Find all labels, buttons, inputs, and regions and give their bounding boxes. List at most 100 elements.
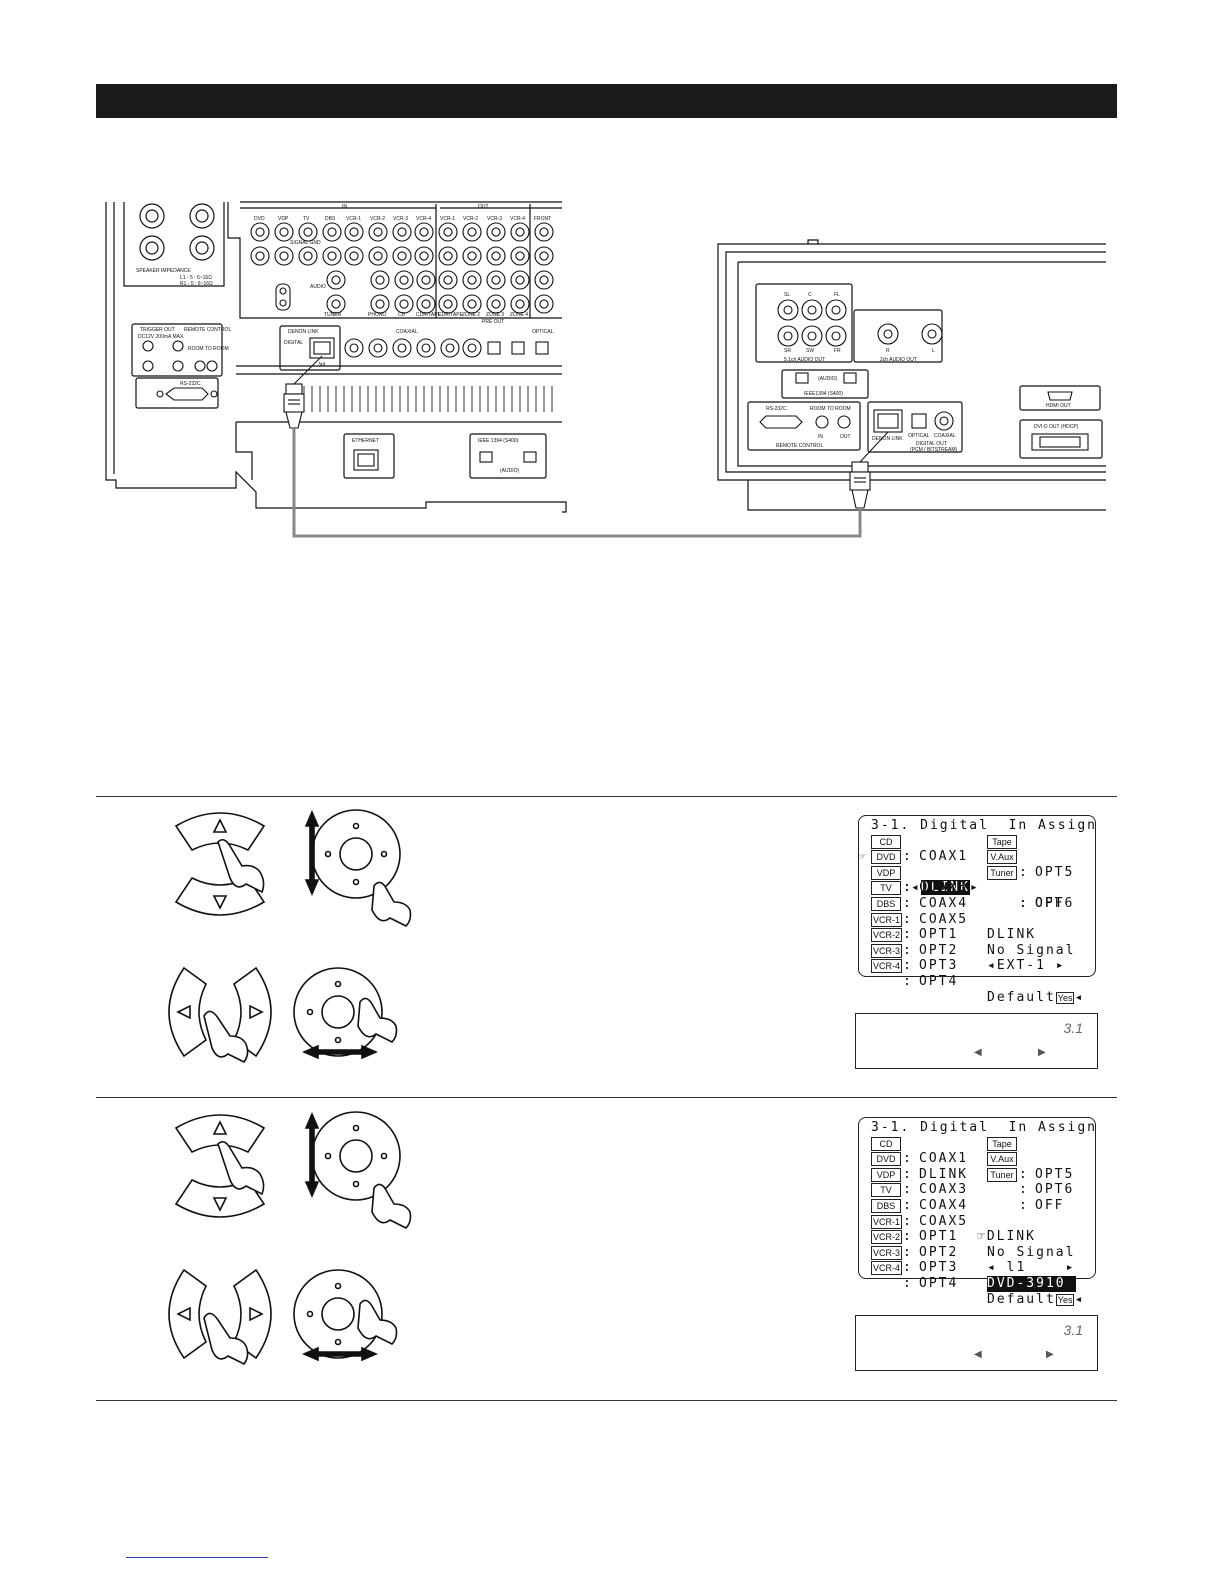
source-tag-tape: Tape	[987, 1136, 1017, 1151]
ethernet-port	[353, 449, 379, 471]
phono-label: PHONO	[368, 312, 386, 318]
rca-jack-center	[349, 251, 359, 261]
osd-row-vcr1: VCR-1:OPT1 No Signal	[871, 1214, 1076, 1260]
cdr-tape-out-label: CDR/TAPE	[438, 312, 464, 318]
rca-jack-center	[421, 299, 431, 309]
link-number-selector[interactable]: ◂ l1 ▸	[987, 1260, 1076, 1276]
player-sw-label: SW	[806, 348, 814, 354]
rca-jack	[394, 294, 414, 314]
vaux-assign-value[interactable]: OPT6	[1035, 1182, 1075, 1198]
vcr4-assign-value[interactable]: OPT4	[919, 1275, 959, 1291]
trigger-jacks	[142, 340, 218, 401]
tv-assign-value[interactable]: COAX4	[919, 895, 969, 911]
player-hdmi-port	[1047, 391, 1073, 401]
rca-jack-center	[515, 251, 525, 261]
rca-jack	[368, 246, 388, 266]
signal-status-label: No Signal	[987, 942, 1076, 958]
jog-dial-center[interactable]	[339, 837, 373, 871]
player-hdmi-out-label: HDMI OUT	[1046, 403, 1071, 409]
player-ieee-audio-label: (AUDIO)	[818, 376, 838, 382]
default-yes-button[interactable]: Yes	[1055, 991, 1075, 1004]
vcr3-assign-value[interactable]: OPT3	[919, 958, 959, 974]
right-arrow-button[interactable]	[232, 966, 272, 1058]
jog-dial-center[interactable]	[339, 1139, 373, 1173]
rca-jack-center	[539, 227, 549, 237]
rca-jack-center	[491, 227, 501, 237]
denon-link-label: DENON LINK	[288, 329, 319, 335]
out-source-vcr1: VCR-1	[440, 216, 455, 222]
hand-pointer-icon	[203, 1010, 249, 1064]
jog-dial-center[interactable]	[321, 1297, 355, 1331]
rca-jack-center	[397, 227, 407, 237]
vertical-arrow-icon	[304, 1111, 320, 1199]
osd-row-vcr2: VCR-2:OPT2 ◂ l1 ▸	[871, 1230, 1076, 1276]
up-triangle-icon	[212, 1120, 228, 1135]
player-in-label: IN	[818, 434, 823, 440]
rca-jack-center	[331, 299, 341, 309]
vcr4-assign-value[interactable]: OPT4	[919, 973, 959, 989]
vdp-assign-value[interactable]: COAX3	[919, 1182, 969, 1198]
vcr2-assign-value[interactable]: OPT2	[919, 942, 959, 958]
in-source-dvd: DVD	[254, 216, 265, 222]
player-digital-out-label: DIGITAL OUT	[916, 441, 947, 447]
tuner-assign-value[interactable]: OFF	[1035, 1197, 1065, 1213]
rca-jack	[510, 222, 530, 242]
tape-assign-value[interactable]: OPT5	[1035, 864, 1075, 880]
left-arrow-button[interactable]	[168, 1268, 208, 1360]
rca-jack-center	[491, 251, 501, 261]
left-arrow-button[interactable]	[168, 966, 208, 1058]
rca-jack	[486, 222, 506, 242]
rca-jack-center	[421, 275, 431, 285]
ieee-audio-label: (AUDIO)	[500, 468, 520, 474]
rca-jack	[298, 246, 318, 266]
display-left-arrow-icon: ◀	[974, 1349, 982, 1360]
vdp-assign-value[interactable]: COAX3	[919, 880, 969, 896]
horizontal-arrow-icon	[301, 1044, 379, 1060]
vcr1-assign-value[interactable]: OPT1	[919, 927, 959, 943]
vcr2-assign-value[interactable]: OPT2	[919, 1244, 959, 1260]
rca-jack	[414, 222, 434, 242]
source-tag-vcr1: VCR-1	[871, 912, 903, 927]
player-sr-label: SR	[784, 348, 791, 354]
rca-jack-center	[331, 275, 341, 285]
signal-gnd-terminal	[275, 283, 291, 311]
display-menu-number: 3.1	[1063, 1322, 1083, 1338]
source-tag-vcr2: VCR-2	[871, 928, 903, 943]
third-label: 3rd	[318, 362, 325, 368]
rca-jack	[486, 246, 506, 266]
vcr1-assign-value[interactable]: OPT1	[919, 1229, 959, 1245]
dbs-assign-value[interactable]: COAX5	[919, 911, 969, 927]
vaux-assign-value[interactable]: OPT6	[1035, 895, 1075, 911]
tape-assign-value[interactable]: OPT5	[1035, 1166, 1075, 1182]
cd-assign-value[interactable]: COAX1	[919, 849, 969, 865]
rca-jack-center	[539, 299, 549, 309]
speaker-impedance-label: SPEAKER IMPEDANCE	[136, 268, 191, 274]
jog-dial-center[interactable]	[321, 995, 355, 1029]
ext-selector[interactable]: ◂EXT-1 ▸	[987, 958, 1066, 974]
source-tag-tv: TV	[871, 881, 901, 896]
player-ieee-ports	[795, 372, 857, 384]
player-room-to-room-label: ROOM TO ROOM	[810, 406, 851, 412]
cd-assign-value[interactable]: COAX1	[919, 1151, 969, 1167]
dvd-assign-value[interactable]: DLINK	[919, 1166, 969, 1182]
tuner-assign-value[interactable]: OFF	[1035, 895, 1065, 911]
right-arrow-button[interactable]	[232, 1268, 272, 1360]
default-yes-button[interactable]: Yes	[1055, 1293, 1075, 1306]
source-tag-cd: CD	[871, 1136, 901, 1151]
vcr3-assign-value[interactable]: OPT3	[919, 1260, 959, 1276]
rca-jack	[462, 294, 482, 314]
impedance-r-label: R1 - 5 : 6~16Ω	[180, 281, 213, 287]
tv-assign-value[interactable]: COAX4	[919, 1197, 969, 1213]
source-tag-vcr4: VCR-4	[871, 1261, 903, 1276]
rca-jack	[462, 222, 482, 242]
in-source-tv: TV	[303, 216, 310, 222]
dbs-assign-value[interactable]: COAX5	[919, 1213, 969, 1229]
zone3-label: ZONE 3	[486, 312, 504, 318]
osd-screen-2: 3-1. Digital In Assign CD:COAX1 Tape:OPT…	[858, 1117, 1096, 1307]
rca-jack-center	[303, 251, 313, 261]
dvd-assign-value[interactable]: ◂DLINK▸	[911, 880, 980, 896]
rca-jack	[534, 294, 554, 314]
rca-jack	[392, 222, 412, 242]
source-tag-dvd: DVD	[871, 850, 901, 865]
source-tag-vcr1: VCR-1	[871, 1214, 903, 1229]
